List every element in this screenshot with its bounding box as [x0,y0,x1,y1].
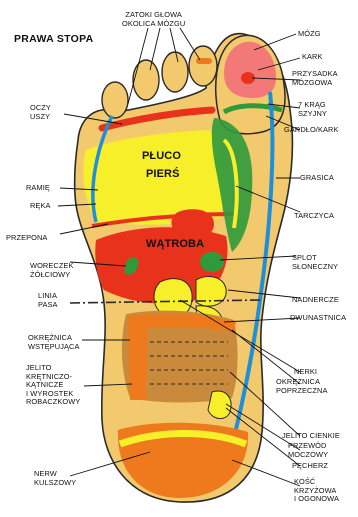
label-jelito: JELITO KRĘTNICZO- KĄTNICZE I WYROSTEK RO… [26,364,80,407]
label-reka: RĘKA [30,202,51,211]
label-dwunastnica: DWUNASTNICA [290,314,346,323]
label-piers: PIERŚ [146,170,180,179]
label-gardlo: GARDŁO/KARK [284,126,339,135]
toe-2 [189,46,217,86]
label-pluco: PŁUCO [142,152,181,161]
label-oczy: OCZY USZY [30,104,51,121]
label-krag: 7 KRĄG SZYJNY [298,101,327,118]
label-zatoki: ZATOKI GŁOWA OKOLICA MÓZGU [122,11,185,28]
solar-plexus-zone [200,252,224,272]
liver-top-blob [171,209,214,238]
label-ramie: RAMIĘ [26,184,50,193]
label-nerki: NERKI [294,368,317,377]
toe-4 [133,60,159,100]
label-grasica: GRASICA [300,174,334,183]
label-kark-top: KARK [302,53,323,62]
label-przepona: PRZEPONA [6,234,47,243]
label-przysadka: PRZYSADKA MÓZGOWA [292,70,338,87]
toe-5 [102,82,128,118]
label-okreznica-w: OKRĘŻNICA WSTĘPUJĄCA [28,334,80,351]
label-jelito-cienkie: JELITO CIENKIE [282,432,340,441]
label-linia: LINIA PASA [38,292,58,309]
foot-title: PRAWA STOPA [14,35,94,44]
label-watroba: WĄTROBA [146,240,204,249]
label-splot: SPLOT SŁONECZNY [292,254,338,271]
toe-zone-band [196,58,212,64]
label-mozg: MÓZG [298,30,321,39]
toe-3 [162,52,188,92]
label-woreczek: WORECZEK ŻÓŁCIOWY [30,262,74,279]
label-okreznica-p: OKRĘŻNICA POPRZECZNA [276,378,328,395]
label-tarczyca: TARCZYCA [294,212,334,221]
label-pecherz: PĘCHERZ [292,462,328,471]
label-przewod: PRZEWÓD MOCZOWY [288,442,328,459]
label-kosc: KOŚĆ KRZYŻOWA I OGONOWA [294,478,339,504]
label-nadnercze: NADNERCZE [292,296,339,305]
label-nerw: NERW KULSZOWY [34,470,76,487]
